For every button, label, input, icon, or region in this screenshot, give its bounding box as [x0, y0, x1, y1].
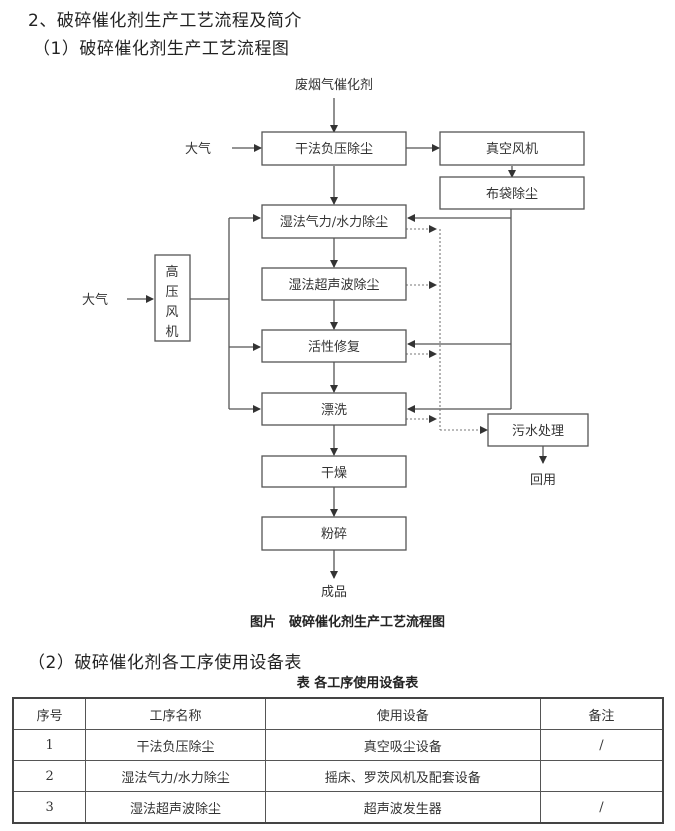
cell-remarks [539, 760, 664, 792]
cell-equipment: 真空吸尘设备 [264, 729, 541, 761]
cell-process: 湿法超声波除尘 [85, 791, 266, 824]
flowchart-heading: （1）破碎催化剂生产工艺流程图 [33, 39, 290, 59]
label-activation: 活性修复 [308, 340, 360, 355]
cell-no: 1 [12, 729, 87, 761]
cell-remarks: / [539, 729, 664, 761]
cell-equipment: 超声波发生器 [264, 791, 541, 824]
label-sewage: 污水处理 [512, 424, 564, 439]
box-drying [261, 455, 407, 488]
box-bag-dust-removal [439, 176, 585, 210]
table-row: 1 干法负压除尘 真空吸尘设备 / [12, 729, 664, 761]
box-activation [261, 329, 407, 363]
box-dry-dust-removal [261, 131, 407, 166]
cell-no: 2 [12, 760, 87, 792]
box-wet-ultrasonic [261, 267, 407, 301]
table-row: 2 湿法气力/水力除尘 摇床、罗茨风机及配套设备 [12, 760, 664, 792]
header-equipment: 使用设备 [264, 697, 541, 730]
cell-equipment: 摇床、罗茨风机及配套设备 [264, 760, 541, 792]
label-air-1: 大气 [185, 141, 211, 157]
table-row: 3 湿法超声波除尘 超声波发生器 / [12, 791, 664, 824]
header-remarks: 备注 [539, 697, 664, 730]
label-product: 成品 [321, 585, 347, 600]
label-fan-char-4: 机 [165, 325, 178, 340]
label-dry-dust: 干法负压除尘 [295, 142, 373, 157]
label-vacuum-fan: 真空风机 [486, 142, 538, 157]
label-fan-char-1: 高 [165, 264, 178, 280]
label-crushing: 粉碎 [321, 527, 347, 542]
header-no: 序号 [12, 697, 87, 730]
table-header-row: 序号 工序名称 使用设备 备注 [12, 697, 664, 730]
box-rinse [261, 392, 407, 426]
cell-remarks: / [539, 791, 664, 824]
figure-caption: 图片 破碎催化剂生产工艺流程图 [249, 615, 445, 630]
label-rinse: 漂洗 [321, 402, 347, 418]
box-sewage [487, 413, 589, 447]
label-reuse: 回用 [530, 473, 556, 488]
cell-process: 湿法气力/水力除尘 [85, 760, 266, 792]
label-fan-char-2: 压 [165, 285, 178, 300]
header-process: 工序名称 [85, 697, 266, 730]
label-fan-char-3: 风 [165, 305, 178, 320]
label-air-2: 大气 [82, 292, 108, 308]
equipment-table: 序号 工序名称 使用设备 备注 1 干法负压除尘 真空吸尘设备 / 2 湿法气力… [12, 697, 664, 824]
box-crushing [261, 516, 407, 551]
label-drying: 干燥 [321, 466, 347, 481]
table-caption: 表 各工序使用设备表 [296, 676, 419, 691]
label-wet-air-water: 湿法气力/水力除尘 [280, 214, 388, 230]
cell-no: 3 [12, 791, 87, 824]
section-heading: 2、破碎催化剂生产工艺流程及简介 [28, 11, 302, 31]
label-wet-ultrasonic: 湿法超声波除尘 [288, 278, 379, 293]
box-high-pressure-fan [154, 254, 191, 342]
box-vacuum-fan [439, 131, 585, 166]
cell-process: 干法负压除尘 [85, 729, 266, 761]
process-flowchart: 废烟气催化剂 大气 大气 干法负压除尘 真空风机 布袋除尘 湿法气力/水力除尘 … [82, 77, 589, 600]
label-input: 废烟气催化剂 [295, 77, 373, 93]
box-wet-air-water [261, 204, 407, 239]
table-heading: （2）破碎催化剂各工序使用设备表 [28, 653, 302, 673]
label-bag-dust: 布袋除尘 [486, 187, 538, 202]
